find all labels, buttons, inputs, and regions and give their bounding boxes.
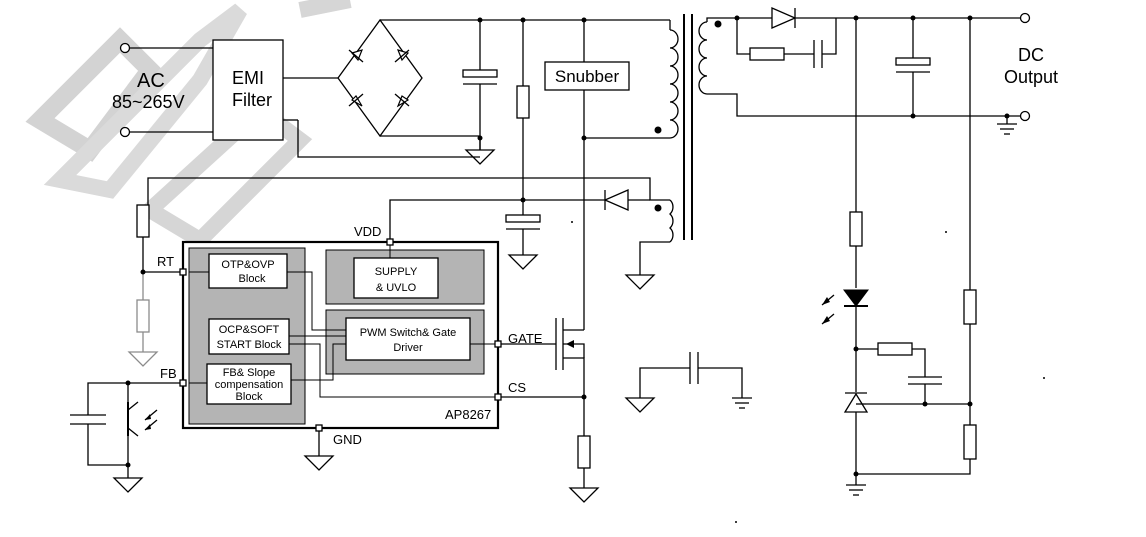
rt-resistor-faded <box>127 272 159 367</box>
y-capacitor <box>624 352 752 413</box>
vdd-capacitor <box>505 214 541 270</box>
pin-gnd <box>315 424 323 432</box>
snubber-label: Snubber <box>555 67 620 86</box>
output-capacitor <box>895 18 931 119</box>
fb-slope-label-line2: compensation <box>215 379 284 391</box>
controller-chip: OTP&OVP Block SUPPLY & UVLO OCP&SOFT STA… <box>181 240 500 430</box>
pin-gnd-label: GND <box>333 432 362 447</box>
emi-filter-label-line2: Filter <box>232 90 272 110</box>
supply-label-line1: SUPPLY <box>375 266 418 278</box>
ac-label: AC <box>137 70 165 92</box>
emi-filter-block: EMI Filter <box>212 39 284 141</box>
fb-slope-label-line1: FB& Slope <box>223 367 276 379</box>
auxiliary-winding <box>147 177 674 290</box>
emi-filter-label-line1: EMI <box>232 68 264 88</box>
feedback-network <box>70 380 180 493</box>
pin-gate-label: GATE <box>508 331 543 346</box>
voltage-divider <box>856 18 977 475</box>
ocp-label-line1: OCP&SOFT <box>219 324 280 336</box>
secondary-feedback <box>821 18 970 496</box>
pwm-driver-block <box>345 317 471 361</box>
pwm-label-line1: PWM Switch& Gate <box>360 327 457 339</box>
output-terminal-negative <box>1019 110 1031 122</box>
supply-label-line2: & UVLO <box>376 282 417 294</box>
ac-input-section: AC 85~265V <box>112 42 213 138</box>
dc-output-label-line2: Output <box>1004 67 1058 87</box>
pwm-label-line2: Driver <box>393 342 423 354</box>
rt-resistor <box>136 204 182 275</box>
pin-rt-label: RT <box>157 254 174 269</box>
output-terminal-positive <box>1019 12 1031 24</box>
ground-symbol-bulk <box>464 138 496 165</box>
fb-slope-label-line3: Block <box>236 391 263 403</box>
dc-output-label-line1: DC <box>1018 45 1044 65</box>
rc-snubber-secondary <box>736 18 837 68</box>
transformer-primary <box>654 20 679 139</box>
bulk-capacitor <box>462 17 498 150</box>
startup-resistor <box>516 20 530 215</box>
chip-pins: VDD RT FB GATE CS GND <box>157 224 543 447</box>
ground-symbol-ic <box>303 431 335 471</box>
otp-ovp-block <box>208 253 288 289</box>
bridge-rectifier <box>337 18 480 138</box>
otp-ovp-label-line2: Block <box>239 273 266 285</box>
otp-ovp-label-line1: OTP&OVP <box>221 259 274 271</box>
pin-gate <box>494 340 502 348</box>
ac-voltage-label: 85~265V <box>112 92 185 112</box>
pin-vdd <box>386 238 394 246</box>
aux-diode <box>523 189 650 211</box>
snubber-block: Snubber <box>544 20 670 330</box>
transformer-secondary <box>698 17 1020 117</box>
watermark-logo <box>25 0 352 251</box>
current-sense-resistor <box>568 397 600 503</box>
fb-slope-block <box>206 363 292 405</box>
ac-terminal-top <box>119 42 131 54</box>
pin-cs-label: CS <box>508 380 526 395</box>
pin-cs <box>494 393 502 401</box>
ocp-label-line2: START Block <box>217 339 282 351</box>
power-mosfet <box>501 318 585 397</box>
output-terminals: DC Output <box>997 12 1058 135</box>
pin-rt <box>179 268 187 276</box>
pin-fb <box>179 379 187 387</box>
supply-uvlo-block <box>353 257 439 299</box>
output-rectifier <box>734 7 1020 29</box>
pin-vdd-label: VDD <box>354 224 381 239</box>
ac-terminal-bottom <box>119 126 131 138</box>
transformer-core <box>683 14 693 240</box>
pin-fb-label: FB <box>160 366 177 381</box>
chip-name-label: AP8267 <box>445 407 491 422</box>
